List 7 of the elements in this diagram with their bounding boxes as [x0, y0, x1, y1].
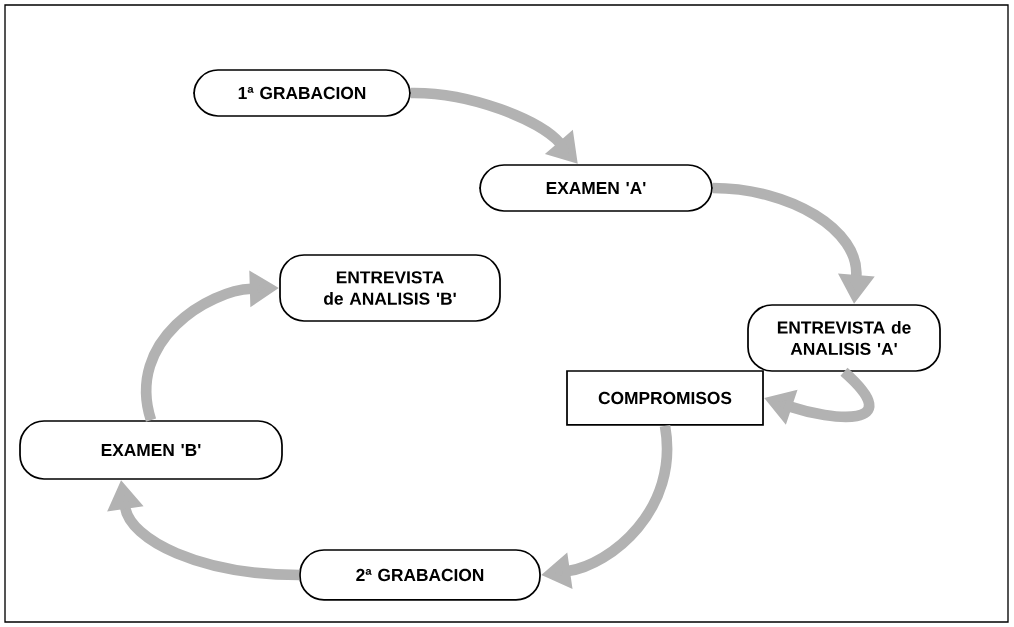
rounded-box: ENTREVISTA de ANALISIS 'A'	[747, 304, 941, 372]
rounded-box: EXAMEN 'A'	[479, 164, 713, 212]
rounded-box: 1ª GRABACION	[193, 69, 411, 117]
rounded-box: EXAMEN 'B'	[19, 420, 283, 480]
rectangle-box: COMPROMISOS	[566, 370, 764, 426]
rounded-box: 2ª GRABACION	[299, 549, 541, 601]
rounded-box: ENTREVISTA de ANALISIS 'B'	[279, 254, 501, 322]
